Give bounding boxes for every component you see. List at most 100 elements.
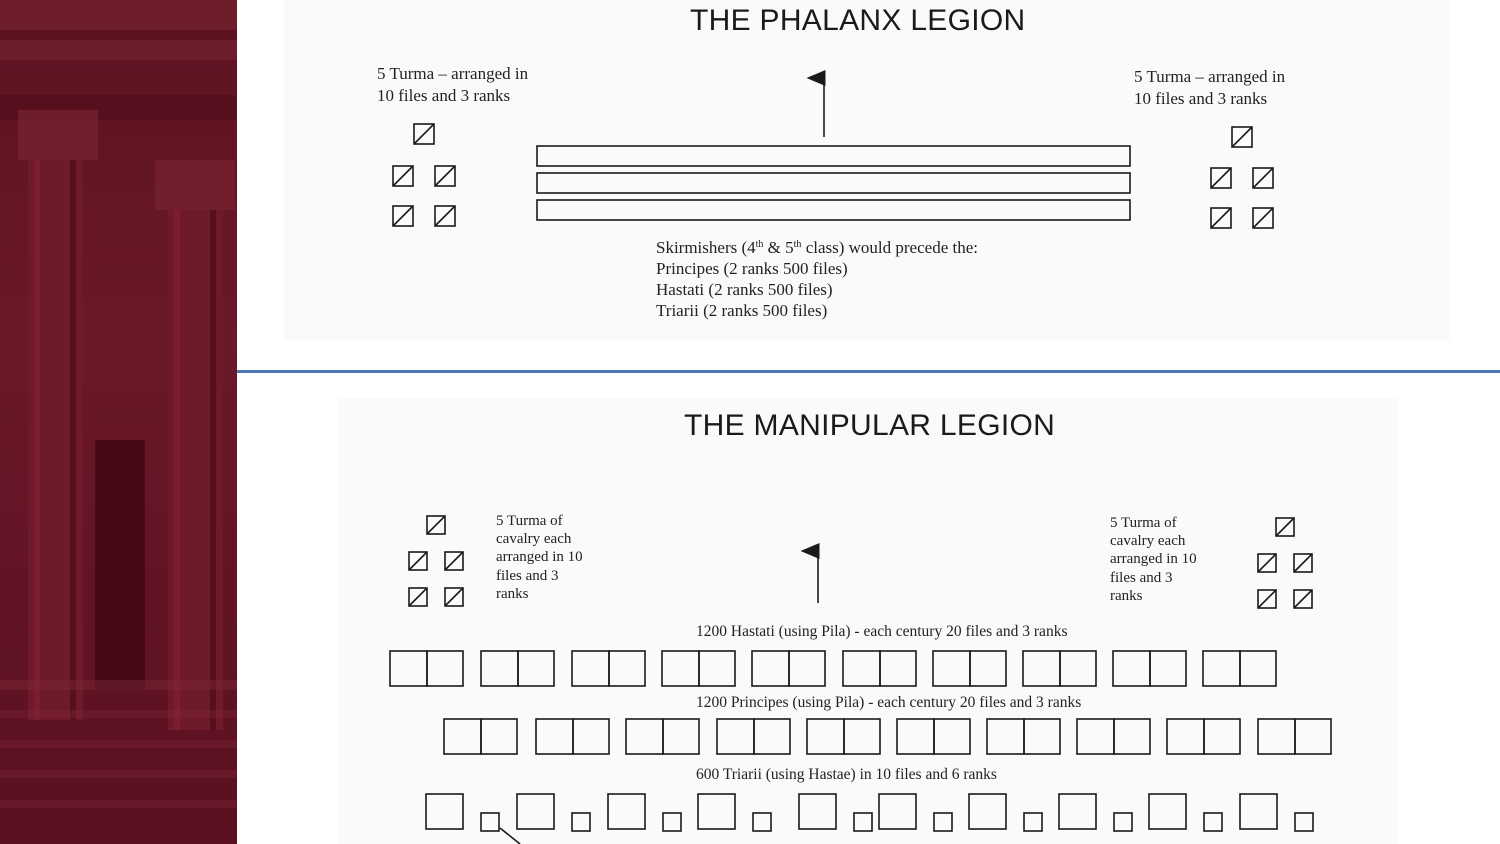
cavalry-turma-icon xyxy=(1257,553,1277,573)
principes-century-box xyxy=(806,718,845,755)
principes-century-box xyxy=(986,718,1025,755)
triarii-small-box xyxy=(1294,812,1314,832)
hastati-century-box xyxy=(1202,650,1241,687)
phalanx-right-caption-line1: 5 Turma – arranged in xyxy=(1134,67,1286,86)
triarii-small-box xyxy=(571,812,591,832)
triarii-small-box xyxy=(853,812,873,832)
caption-line: ranks xyxy=(1110,588,1143,604)
triarii-maniple-box xyxy=(697,793,736,830)
triarii-maniple-box xyxy=(1058,793,1097,830)
principes-century-box xyxy=(1023,718,1061,755)
cavalry-diagonal xyxy=(444,587,464,607)
pointer-line xyxy=(499,827,521,844)
principes-caption: Principes (2 ranks 500 files) xyxy=(656,259,848,278)
cavalry-diagonal xyxy=(1293,589,1313,609)
hastati-century-box xyxy=(969,650,1007,687)
principes-century-box xyxy=(572,718,610,755)
principes-century-box xyxy=(1257,718,1296,755)
principes-century-box xyxy=(625,718,664,755)
triarii-small-box xyxy=(1023,812,1043,832)
triarii-maniple-box xyxy=(798,793,837,830)
hastati-century-box xyxy=(571,650,610,687)
triarii-maniple-box xyxy=(968,793,1007,830)
phalanx-right-caption-line2: 10 files and 3 ranks xyxy=(1134,89,1268,108)
hastati-century-box xyxy=(788,650,826,687)
triarii-maniple-box xyxy=(607,793,646,830)
principes-century-box xyxy=(716,718,755,755)
triarii-small-box xyxy=(480,812,500,832)
caption-line: arranged in 10 xyxy=(1110,551,1197,567)
cavalry-turma-icon xyxy=(408,551,428,571)
principes-century-box xyxy=(535,718,574,755)
phalanx-rank-bar xyxy=(536,145,1131,167)
columns-illustration xyxy=(0,0,237,808)
phalanx-panel xyxy=(284,0,1450,340)
cavalry-turma-icon xyxy=(444,587,464,607)
cavalry-diagonal xyxy=(1252,167,1274,189)
sidebar-decorative-image xyxy=(0,0,237,844)
phalanx-left-caption-line2: 10 files and 3 ranks xyxy=(377,86,511,105)
hastati-century-box xyxy=(389,650,428,687)
cavalry-turma-icon xyxy=(434,205,456,227)
triarii-maniple-box xyxy=(878,793,917,830)
principes-century-box xyxy=(443,718,482,755)
triarii-small-box xyxy=(752,812,772,832)
hastati-century-box xyxy=(698,650,736,687)
cavalry-diagonal xyxy=(408,551,428,571)
cavalry-turma-icon xyxy=(1275,517,1295,537)
cavalry-turma-icon xyxy=(444,551,464,571)
hastati-century-box xyxy=(1059,650,1097,687)
caption-line: files and 3 xyxy=(496,568,559,584)
hastati-century-box xyxy=(480,650,519,687)
principes-century-box xyxy=(1203,718,1241,755)
cavalry-diagonal xyxy=(1257,553,1277,573)
caption-line: cavalry each xyxy=(496,531,572,547)
phalanx-rank-bar xyxy=(536,199,1131,221)
principes-century-box xyxy=(896,718,935,755)
cavalry-turma-icon xyxy=(1210,207,1232,229)
triarii-caption: Triarii (2 ranks 500 files) xyxy=(656,301,828,320)
cavalry-turma-icon xyxy=(1210,167,1232,189)
cavalry-turma-icon xyxy=(434,165,456,187)
cavalry-diagonal xyxy=(1210,167,1232,189)
phalanx-left-caption-line1: 5 Turma – arranged in xyxy=(377,64,529,83)
cavalry-turma-icon xyxy=(408,587,428,607)
principes-century-box xyxy=(480,718,518,755)
triarii-small-box xyxy=(1113,812,1133,832)
cavalry-diagonal xyxy=(444,551,464,571)
principes-century-box xyxy=(1166,718,1205,755)
phalanx-title: THE PHALANX LEGION xyxy=(690,4,1026,37)
cavalry-diagonal xyxy=(392,205,414,227)
hastati-century-box xyxy=(517,650,555,687)
cavalry-turma-icon xyxy=(1252,207,1274,229)
cavalry-turma-icon xyxy=(426,515,446,535)
triarii-small-box xyxy=(1203,812,1223,832)
triarii-label: 600 Triarii (using Hastae) in 10 files a… xyxy=(696,766,997,783)
cavalry-diagonal xyxy=(434,165,456,187)
section-divider xyxy=(237,370,1500,373)
hastati-century-box xyxy=(1022,650,1061,687)
triarii-maniple-box xyxy=(1148,793,1187,830)
hastati-century-box xyxy=(1112,650,1151,687)
caption-line: arranged in 10 xyxy=(496,549,583,565)
cavalry-diagonal xyxy=(1275,517,1295,537)
principes-century-box xyxy=(1294,718,1332,755)
caption-line: files and 3 xyxy=(1110,570,1173,586)
cavalry-turma-icon xyxy=(1257,589,1277,609)
cavalry-diagonal xyxy=(1293,553,1313,573)
cavalry-diagonal xyxy=(1257,589,1277,609)
cavalry-diagonal xyxy=(426,515,446,535)
hastati-century-box xyxy=(932,650,971,687)
principes-century-box xyxy=(662,718,700,755)
triarii-maniple-box xyxy=(425,793,464,830)
hastati-century-box xyxy=(661,650,700,687)
skirmishers-caption: Skirmishers (4th & 5th class) would prec… xyxy=(656,238,978,257)
caption-line: 5 Turma of xyxy=(1110,515,1177,531)
cavalry-turma-icon xyxy=(1231,126,1253,148)
hastati-century-box xyxy=(426,650,464,687)
triarii-maniple-box xyxy=(516,793,555,830)
cavalry-turma-icon xyxy=(1252,167,1274,189)
cavalry-diagonal xyxy=(408,587,428,607)
cavalry-diagonal xyxy=(1252,207,1274,229)
